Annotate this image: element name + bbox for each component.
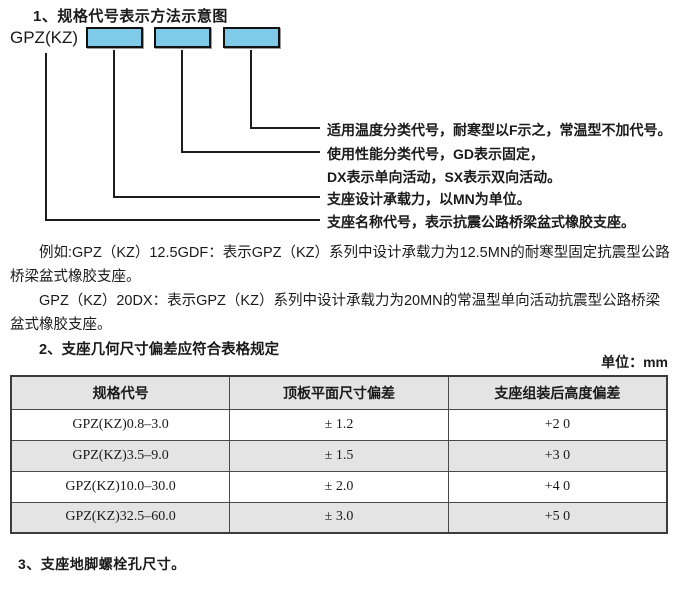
callout-temperature-label: 适用温度分类代号，耐寒型以F示之，常温型不加代号。 <box>327 122 672 138</box>
callout-line-temperature-vertical <box>250 50 252 129</box>
table-cell-spec: GPZ(KZ)10.0–30.0 <box>10 470 231 503</box>
table-cell-height-deviation: +5 0 <box>447 501 668 534</box>
table-row: GPZ(KZ)0.8–3.0 ± 1.2 +2 0 <box>10 408 668 441</box>
table-cell-plate-deviation: ± 1.5 <box>229 439 449 472</box>
section-3-title: 3、支座地脚螺栓孔尺寸。 <box>18 556 186 572</box>
callout-line-performance-vertical <box>181 50 183 153</box>
table-header-top-plate-deviation: 顶板平面尺寸偏差 <box>229 375 449 410</box>
callout-line-performance-horizontal <box>181 151 320 153</box>
table-row: GPZ(KZ)32.5–60.0 ± 3.0 +5 0 <box>10 501 668 534</box>
examples-block: 例如:GPZ（KZ）12.5GDF：表示GPZ（KZ）系列中设计承载力为12.5… <box>10 241 672 362</box>
table-cell-spec: GPZ(KZ)3.5–9.0 <box>10 439 231 472</box>
table-header-spec-code: 规格代号 <box>10 375 231 410</box>
spec-box-1 <box>86 27 143 48</box>
table-cell-height-deviation: +3 0 <box>447 439 668 472</box>
table-cell-height-deviation: +4 0 <box>447 470 668 503</box>
section-2-title: 2、支座几何尺寸偏差应符合表格规定 <box>39 342 280 358</box>
section-1-title: 1、规格代号表示方法示意图 <box>33 8 228 25</box>
example-paragraph-2: GPZ（KZ）20DX：表示GPZ（KZ）系列中设计承载力为20MN的常温型单向… <box>10 293 661 333</box>
table-cell-plate-deviation: ± 3.0 <box>229 501 449 534</box>
table-row: GPZ(KZ)3.5–9.0 ± 1.5 +3 0 <box>10 439 668 472</box>
tolerance-table: 规格代号 顶板平面尺寸偏差 支座组装后高度偏差 GPZ(KZ)0.8–3.0 ±… <box>10 375 668 534</box>
callout-line-name-vertical <box>45 53 47 221</box>
callout-name-label: 支座名称代号，表示抗震公路桥梁盆式橡胶支座。 <box>327 214 635 230</box>
table-header-row: 规格代号 顶板平面尺寸偏差 支座组装后高度偏差 <box>10 375 668 410</box>
callout-line-temperature-horizontal <box>250 127 320 129</box>
spec-box-3 <box>223 27 280 48</box>
example-paragraph-1: 例如:GPZ（KZ）12.5GDF：表示GPZ（KZ）系列中设计承载力为12.5… <box>10 245 670 285</box>
table-cell-height-deviation: +2 0 <box>447 408 668 441</box>
table-header-assembled-height-deviation: 支座组装后高度偏差 <box>447 375 668 410</box>
table-row: GPZ(KZ)10.0–30.0 ± 2.0 +4 0 <box>10 470 668 503</box>
table-cell-plate-deviation: ± 2.0 <box>229 470 449 503</box>
callout-capacity-label: 支座设计承载力，以MN为单位。 <box>327 191 531 207</box>
spec-box-2 <box>154 27 211 48</box>
table-unit-label: 单位：mm <box>601 354 668 370</box>
spec-base-code-label: GPZ(KZ) <box>10 28 78 47</box>
callout-line-capacity-vertical <box>113 50 115 198</box>
callout-line-capacity-horizontal <box>113 196 320 198</box>
callout-performance-label-line1: 使用性能分类代号，GD表示固定， <box>327 146 544 162</box>
callout-line-name-horizontal <box>45 219 320 221</box>
callout-performance-label-line2: DX表示单向活动，SX表示双向活动。 <box>327 169 562 185</box>
table-cell-plate-deviation: ± 1.2 <box>229 408 449 441</box>
table-cell-spec: GPZ(KZ)32.5–60.0 <box>10 501 231 534</box>
table-cell-spec: GPZ(KZ)0.8–3.0 <box>10 408 231 441</box>
